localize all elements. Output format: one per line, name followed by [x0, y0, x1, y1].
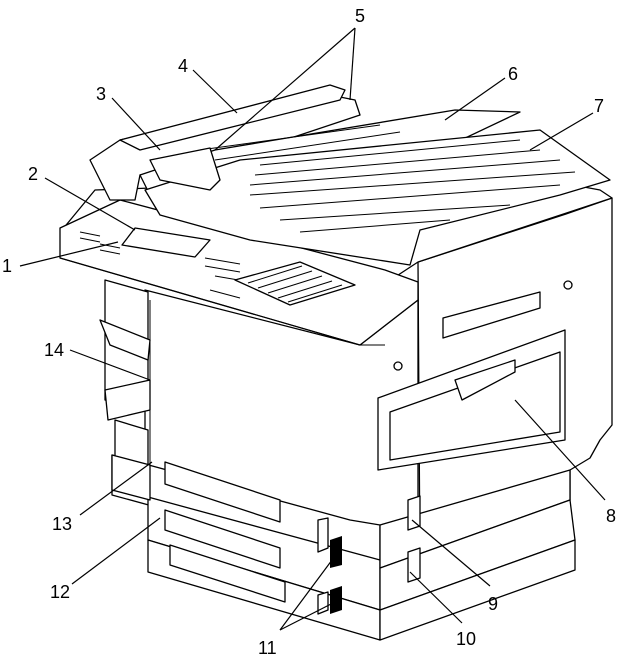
callout-13: 13 [52, 514, 72, 534]
callout-3: 3 [96, 84, 106, 104]
callout-4: 4 [178, 56, 188, 76]
callout-5: 5 [355, 6, 365, 26]
callout-labels: 1 2 3 4 5 6 7 8 9 10 11 12 13 14 [2, 6, 616, 658]
callout-11: 11 [258, 638, 277, 658]
right-door [377, 280, 573, 471]
callout-10: 10 [456, 629, 476, 649]
callout-14: 14 [44, 340, 64, 360]
callout-7: 7 [594, 96, 604, 116]
callout-2: 2 [28, 164, 38, 184]
callout-1: 1 [2, 256, 12, 276]
callout-8: 8 [606, 506, 616, 526]
leader-lines [19, 27, 606, 631]
callout-12: 12 [50, 582, 70, 602]
callout-9: 9 [488, 594, 498, 614]
document-feeder [89, 84, 611, 266]
tray-handles [164, 461, 421, 615]
callout-6: 6 [508, 64, 518, 84]
